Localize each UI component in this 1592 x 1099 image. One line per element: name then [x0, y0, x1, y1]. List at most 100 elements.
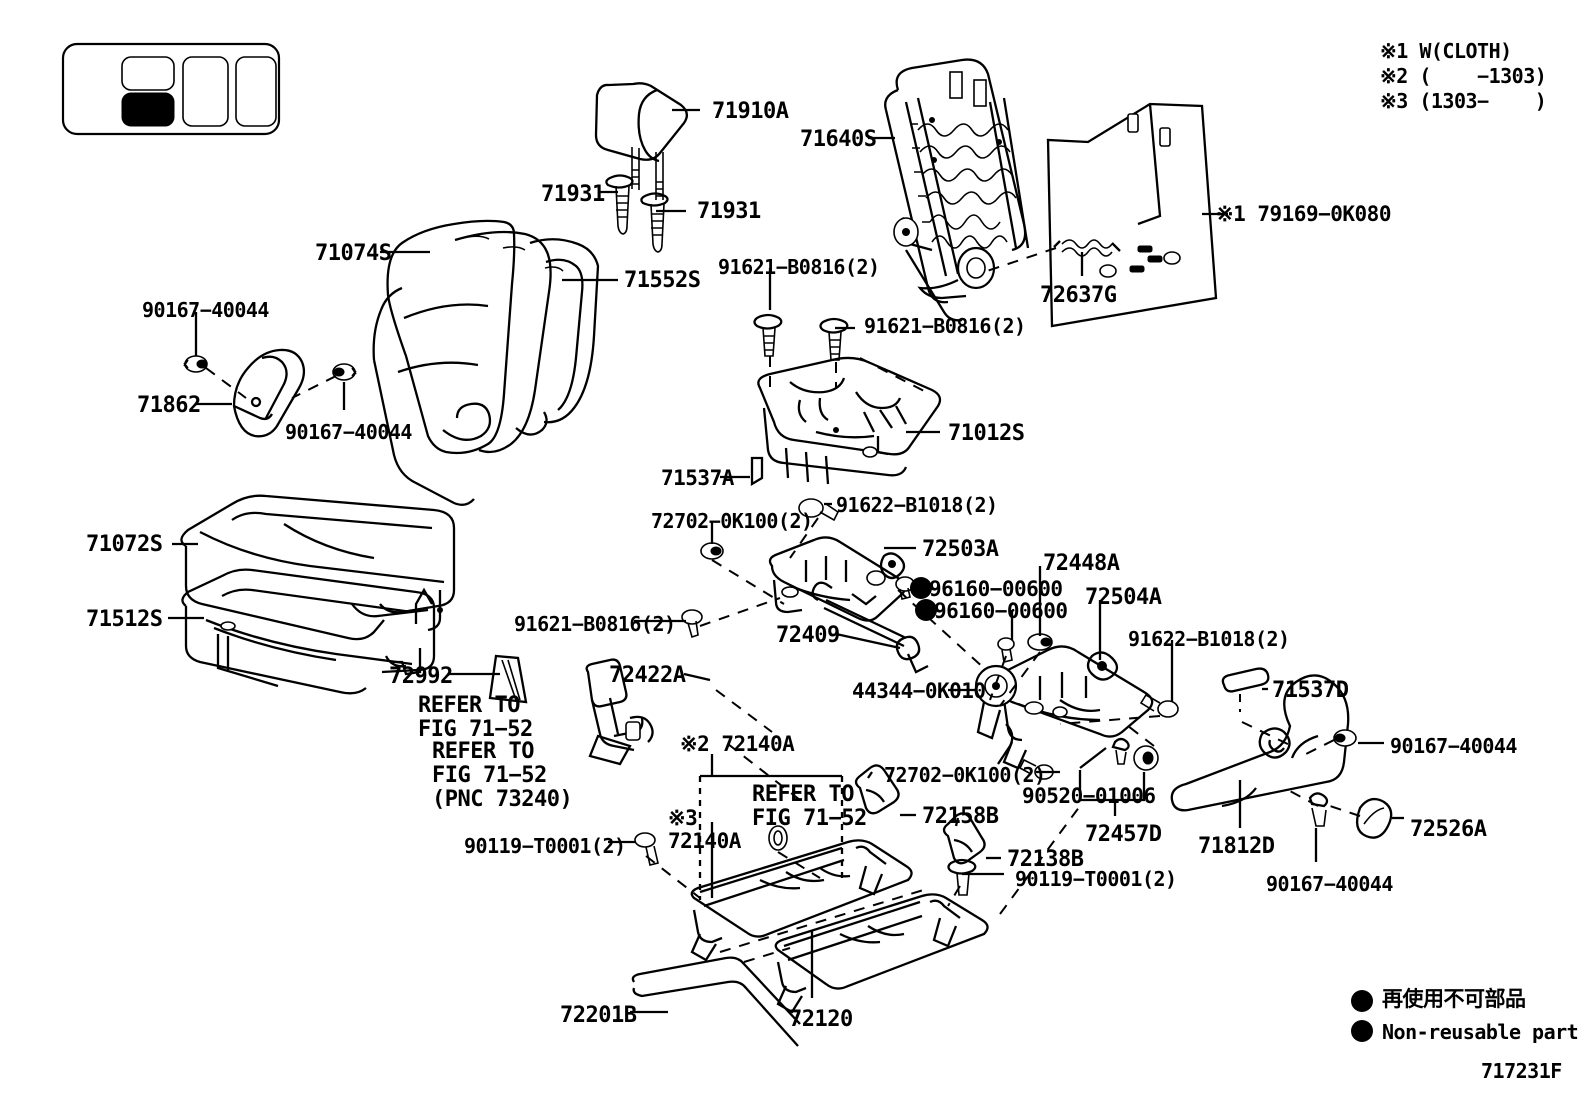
note-2: ※2 ( −1303): [1380, 64, 1547, 88]
washer-left-icon: [183, 355, 208, 373]
bolt-90119-b: [947, 858, 977, 896]
label-71012S: 71012S: [948, 421, 1025, 446]
bolt-90520-01006: [1111, 737, 1130, 765]
refer-block-72992: REFER TO FIG 71−52: [418, 693, 533, 742]
label-72409: 72409: [776, 623, 840, 648]
label-90119-T0001-a: 90119−T0001(2): [464, 834, 626, 858]
label-71537A: 71537A: [661, 466, 734, 490]
cap-72526A: [1355, 797, 1393, 839]
seat-track-bracket-72503A-part: [768, 536, 907, 622]
label-71074S: 71074S: [315, 241, 392, 266]
bolt-91621-b: [819, 317, 849, 361]
refer-block-73240: REFER TO FIG 71−52 (PNC 73240): [432, 739, 573, 812]
label-71552S: 71552S: [624, 268, 701, 293]
pin-71537D: [1221, 667, 1270, 693]
label-90119-T0001-b: 90119−T0001(2): [1015, 867, 1177, 891]
seat-back-frame-part: [884, 58, 1030, 322]
seat-position-indicator-icon: [61, 42, 281, 136]
side-shield-71812D-part: [1170, 674, 1350, 812]
bolt-91622-B1018-b: [1139, 693, 1179, 718]
seat-cushion-pad-part: [180, 494, 456, 641]
label-79169-0K080: ※1 79169−0K080: [1216, 202, 1391, 226]
back-board-part: [1046, 102, 1218, 328]
label-91622-B1018-a: 91622−B1018(2): [836, 493, 998, 517]
label-71640S: 71640S: [800, 127, 877, 152]
note-1: ※1 W(CLOTH): [1380, 39, 1512, 63]
label-71512S: 71512S: [86, 607, 163, 632]
hinge-cover-part: [232, 348, 306, 438]
bolt-91621-a: [753, 313, 783, 357]
label-72503A: 72503A: [922, 537, 999, 562]
seatbelt-buckle-part: [585, 658, 654, 766]
label-96160-00600-b: 96160−00600: [934, 599, 1068, 623]
label-72201B: 72201B: [560, 1003, 637, 1028]
bolt-72448A: [1027, 633, 1053, 651]
label-71862: 71862: [137, 393, 201, 418]
bolt-91621-c: [681, 609, 703, 639]
label-90167-40044-c: 90167−40044: [1390, 734, 1517, 758]
headrest-bolt-left: [605, 174, 634, 235]
drawing-number: 717231F: [1481, 1059, 1562, 1083]
label-72448A: 72448A: [1043, 551, 1120, 576]
wedge-72992-part: [488, 654, 528, 704]
legend-nonreusable-jp: 再使用不可部品: [1382, 987, 1526, 1011]
leader-lines: [168, 108, 1404, 1014]
bolt-91622-B1018-a: [798, 498, 840, 522]
seat-rail-lower-part: [774, 893, 989, 1014]
seat-cushion-frame-part: [757, 356, 942, 485]
headrest-bolt-right: [640, 192, 669, 253]
label-90167-40044-b: 90167−40044: [285, 420, 412, 444]
legend-nonreusable-en: Non-reusable part: [1382, 1020, 1579, 1044]
label-90520-01006: 90520−01006: [1022, 784, 1156, 808]
bolt-90119-a: [634, 832, 659, 866]
nut-72457D: [1133, 745, 1159, 771]
label-71931-left: 71931: [541, 182, 605, 207]
seat-back-cover-part: [372, 219, 600, 506]
washer-right-icon: [332, 363, 357, 381]
label-44344-0K010: 44344−0K010: [852, 679, 986, 703]
label-91622-B1018-b: 91622−B1018(2): [1128, 627, 1290, 651]
label-72158B: 72158B: [922, 804, 999, 829]
washer-90167-c: [1333, 729, 1357, 747]
seat-rail-upper-part: [690, 839, 913, 962]
label-72457D: 72457D: [1085, 822, 1162, 847]
label-91621-B0816-b: 91621−B0816(2): [864, 314, 1026, 338]
label-90167-40044-a: 90167−40044: [142, 298, 269, 322]
label-72140A-bottom: ※3 72140A: [668, 806, 741, 853]
note-3: ※3 (1303− ): [1380, 89, 1547, 113]
label-72992: 72992: [389, 664, 453, 689]
label-72504A: 72504A: [1085, 585, 1162, 610]
seat-cushion-lower-frame-part: [181, 568, 436, 695]
label-72526A: 72526A: [1410, 817, 1487, 842]
seat-track-bracket-72504A-part: [974, 645, 1154, 770]
label-71812D: 71812D: [1198, 834, 1275, 859]
wire-72201B-part: [631, 956, 801, 1047]
label-72120: 72120: [789, 1007, 853, 1032]
bolt-96160-b: [997, 637, 1015, 663]
recliner-spring-part: [1053, 239, 1121, 257]
label-90167-40044-d: 90167−40044: [1266, 872, 1393, 896]
screw-90167-d: [1308, 792, 1329, 827]
label-91621-B0816-a: 91621−B0816(2): [718, 255, 880, 279]
label-96160-00600-a: 96160−00600: [929, 577, 1063, 601]
label-72702-0K100-b: 72702−0K100(2): [884, 763, 1046, 787]
bracket-72138B-part: [942, 812, 986, 865]
bolt-72702-0K100-a: [700, 542, 724, 560]
label-72702-0K100-a: 72702−0K100(2): [651, 509, 813, 533]
label-71910A: 71910A: [712, 99, 789, 124]
label-72140A-top: ※2 72140A: [680, 732, 795, 756]
label-72138B: 72138B: [1007, 847, 1084, 872]
label-71931-right: 71931: [697, 199, 761, 224]
label-72422A: 72422A: [609, 663, 686, 688]
bracket-72158B-part: [854, 764, 900, 815]
label-71537D: 71537D: [1272, 678, 1349, 703]
label-91621-B0816-c: 91621−B0816(2): [514, 612, 676, 636]
assembly-dashed-lines: [205, 247, 1361, 963]
tag-71537A: [750, 456, 764, 487]
label-71072S: 71072S: [86, 532, 163, 557]
label-72637G: 72637G: [1040, 283, 1117, 308]
headrest-part: [594, 82, 689, 200]
refer-block-72140A: REFER TO FIG 71−52: [752, 782, 867, 831]
